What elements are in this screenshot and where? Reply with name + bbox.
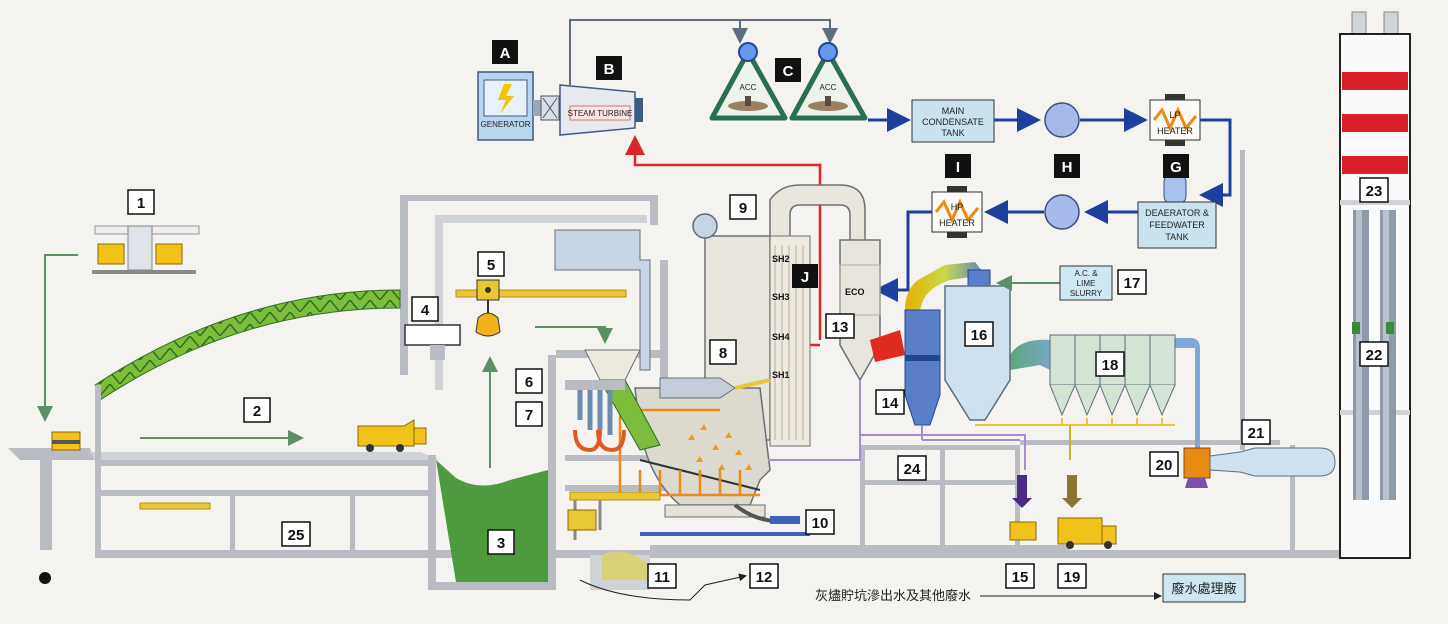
label-17: 17	[1124, 275, 1141, 292]
label-7: 7	[525, 407, 533, 424]
lime-label-1: A.C. &	[1074, 269, 1098, 278]
label-24: 24	[904, 461, 921, 478]
deaerator-label-1: DEAERATOR &	[1145, 208, 1209, 218]
label-14: 14	[882, 395, 899, 412]
lp-heater: LP HEATER	[1149, 94, 1201, 146]
eco-label: ECO	[845, 287, 865, 297]
condensate-label-1: MAIN	[942, 106, 965, 116]
cyclone	[904, 309, 941, 440]
label-2: 2	[253, 403, 261, 420]
coupling	[533, 95, 560, 121]
label-J: J	[801, 269, 809, 286]
acc-unit-1: ACC	[709, 42, 788, 121]
feed-hopper	[554, 229, 661, 451]
steam-turbine-label: STEAM TURBINE	[568, 109, 633, 118]
label-4: 4	[421, 302, 430, 319]
bunker-roof	[94, 289, 401, 401]
sh1-label: SH1	[772, 370, 790, 380]
deaerator-label-3: TANK	[1165, 232, 1188, 242]
lime-slurry-box	[1059, 265, 1113, 301]
treatment-plant-label: 廢水處理廠	[1171, 581, 1236, 597]
number-labels: 1 2 3 4 5 6 7 8 9 10 11 12 13 14 15 16 1…	[127, 177, 1389, 589]
letter-labels: A B C G H I J	[492, 40, 1189, 288]
label-A: A	[500, 45, 511, 62]
label-22: 22	[1366, 347, 1383, 364]
deaerator-label-2: FEEDWATER	[1149, 220, 1205, 230]
air-preheater	[565, 380, 626, 453]
main-condensate-tank: MAIN CONDENSATE TANK	[911, 99, 995, 143]
acc2-label: ACC	[820, 83, 837, 92]
label-19: 19	[1064, 569, 1081, 586]
label-C: C	[783, 63, 794, 80]
garbage-truck	[357, 419, 427, 452]
fly-ash-truck	[1009, 521, 1037, 541]
wastewater-text: 灰燼貯坑滲出水及其他廢水	[815, 589, 971, 604]
residue-truck	[1057, 517, 1117, 549]
lp-heater-label-2: HEATER	[1157, 126, 1193, 136]
label-16: 16	[971, 327, 988, 344]
label-1: 1	[137, 195, 145, 212]
acc-unit-2: ACC	[789, 42, 868, 121]
condensate-label-3: TANK	[941, 128, 964, 138]
label-20: 20	[1156, 457, 1173, 474]
generator: GENERATOR	[477, 71, 534, 141]
weighbridge	[92, 225, 200, 274]
label-23: 23	[1366, 183, 1383, 200]
feedwater-pump	[1044, 194, 1080, 230]
induced-draft-fan	[1183, 447, 1211, 488]
label-13: 13	[832, 319, 849, 336]
acc1-label: ACC	[740, 83, 757, 92]
treatment-plant-box	[1162, 573, 1246, 603]
hp-heater: HP HEATER	[931, 186, 983, 238]
waste-crane	[455, 279, 627, 337]
waste-pit	[436, 460, 548, 582]
sh2-label: SH2	[772, 254, 790, 264]
boiler: SH2 SH3 SH4 SH1 ECO	[618, 184, 881, 518]
crane-control-room	[404, 324, 461, 346]
hp-heater-label-2: HEATER	[939, 218, 975, 228]
label-8: 8	[719, 345, 727, 362]
ramp-truck	[51, 431, 81, 451]
label-10: 10	[812, 515, 829, 532]
label-G: G	[1170, 159, 1182, 176]
ash-crane	[567, 491, 661, 580]
lime-label-2: LIME	[1077, 279, 1096, 288]
chimney	[1339, 11, 1411, 559]
label-H: H	[1062, 159, 1073, 176]
label-21: 21	[1248, 425, 1265, 442]
condensate-pump	[1044, 102, 1080, 138]
label-12: 12	[756, 569, 773, 586]
lp-heater-label-1: LP	[1169, 110, 1180, 120]
logo-mark	[39, 572, 51, 584]
label-15: 15	[1012, 569, 1029, 586]
sh4-label: SH4	[772, 332, 790, 342]
label-6: 6	[525, 374, 533, 391]
sh3-label: SH3	[772, 292, 790, 302]
label-3: 3	[497, 535, 505, 552]
label-B: B	[604, 61, 615, 78]
lime-label-3: SLURRY	[1070, 289, 1103, 298]
label-5: 5	[487, 257, 495, 274]
ash-conveyor	[770, 516, 800, 524]
deaerator-feedwater-tank: DEAERATOR & FEEDWATER TANK	[1137, 173, 1217, 249]
condensate-label-2: CONDENSATE	[922, 117, 984, 127]
label-18: 18	[1102, 357, 1119, 374]
label-9: 9	[739, 200, 747, 217]
steam-turbine: STEAM TURBINE	[559, 84, 643, 136]
ash-crane-25	[139, 502, 211, 510]
flue-duct-21	[1209, 447, 1336, 477]
generator-label: GENERATOR	[481, 120, 531, 129]
label-I: I	[956, 159, 960, 176]
label-11: 11	[654, 569, 670, 586]
hp-heater-label-1: HP	[951, 202, 964, 212]
label-25: 25	[288, 527, 305, 544]
